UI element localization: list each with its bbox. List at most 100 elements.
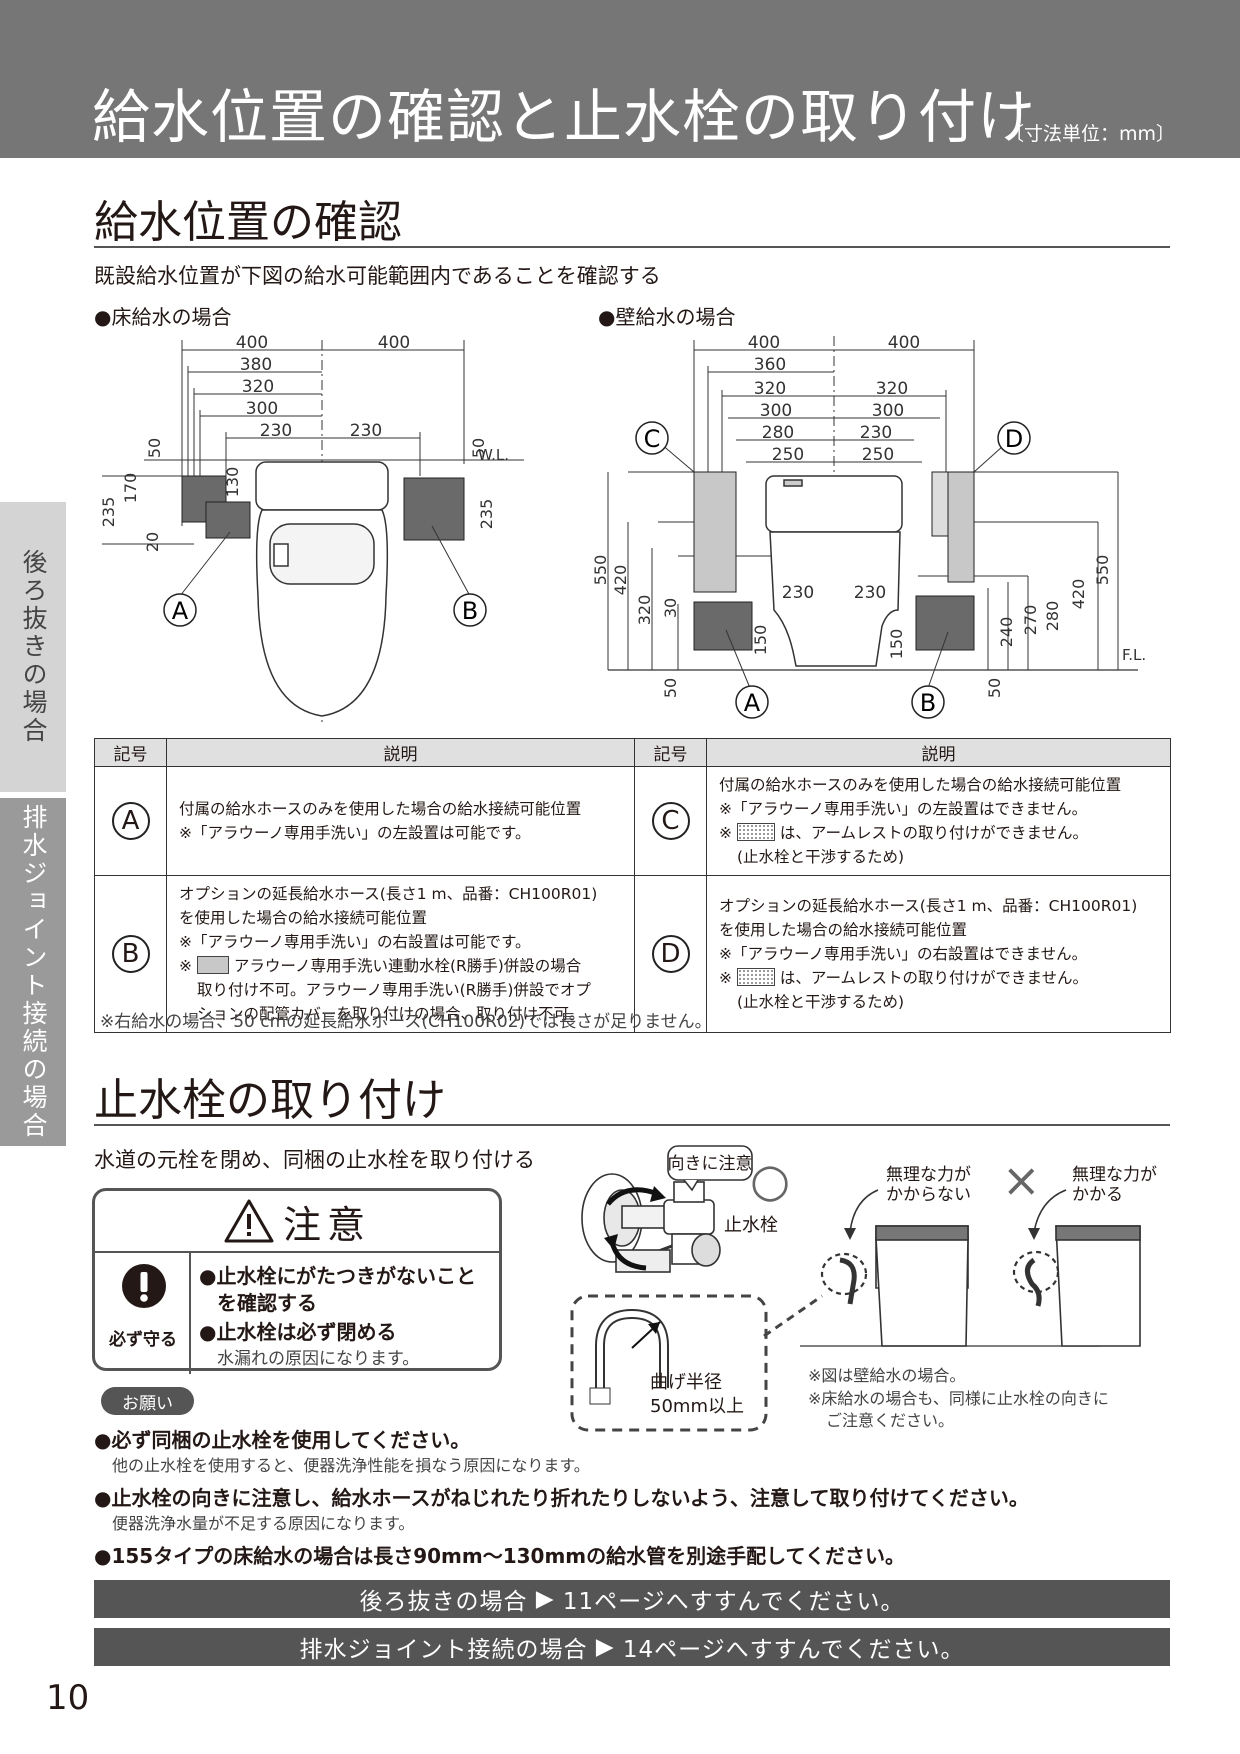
side-tab-rear-outlet[interactable]: 後ろ抜きの場合 — [0, 502, 66, 792]
th-symbol-right: 記号 — [634, 738, 707, 767]
symbol-b: B — [111, 935, 150, 973]
request-item-3: ●155タイプの床給水の場合は長さ90mm～130mmの給水管を別途手配してくだ… — [94, 1544, 905, 1568]
wall-supply-label: ●壁給水の場合 — [598, 305, 736, 329]
must-follow-label: 必ず守る — [109, 1330, 177, 1350]
th-symbol-left: 記号 — [94, 738, 167, 767]
ng-text-1: 無理な力が — [1072, 1165, 1157, 1185]
dim-wall-vl420: 420 — [611, 565, 630, 596]
th-desc-right: 説明 — [706, 738, 1171, 767]
desc-b: オプションの延長給水ホース(長さ1 m、品番：CH100R01) を使用した場合… — [166, 875, 635, 1033]
dim-wall-vr150: 150 — [887, 629, 906, 660]
dim-floor-v170: 170 — [121, 473, 140, 504]
gray-area-swatch — [196, 956, 229, 974]
dim-floor-v235: 235 — [99, 497, 118, 528]
desc-a: 付属の給水ホースのみを使用した場合の給水接続可能位置 ※「アラウーノ専用手洗い」… — [166, 766, 635, 876]
wall-marker-c: C — [644, 425, 661, 453]
dim-floor-l230: 230 — [260, 421, 292, 441]
bend-label-2: 50mm以上 — [650, 1396, 744, 1417]
dim-wall-r300: 300 — [872, 401, 904, 421]
ok-text-1: 無理な力が — [886, 1165, 971, 1185]
dim-wall-vl320: 320 — [635, 595, 654, 626]
symbol-a: A — [111, 802, 150, 840]
nav-drain-joint[interactable]: 排水ジョイント接続の場合 ▶ 14ページへすすんでください。 — [94, 1628, 1170, 1666]
dim-floor-v235r: 235 — [477, 499, 496, 530]
dim-wall-l320: 320 — [754, 379, 786, 399]
symbol-d-cell: D — [634, 875, 707, 1033]
request-item-2: ●止水栓の向きに注意し、給水ホースがねじれたり折れたりしないよう、注意して取り付… — [94, 1486, 1029, 1510]
section-title-valve-install: 止水栓の取り付け — [94, 1075, 446, 1126]
section-rule — [94, 1124, 1170, 1126]
side-tab-drain-joint[interactable]: 排水ジョイント接続の場合 — [0, 798, 66, 1146]
dim-wall-r250: 250 — [862, 445, 894, 465]
floor-marker-a: A — [172, 597, 189, 625]
valve-label: 止水栓 — [724, 1215, 778, 1236]
caution-items: ●止水栓にがたつきがないこと を確認する ●止水栓は必ず閉める 水漏れの原因にな… — [199, 1264, 477, 1369]
symbol-b-cell: B — [94, 875, 167, 1033]
triangle-right-icon: ▶ — [535, 1586, 555, 1612]
nav-rear-outlet[interactable]: 後ろ抜きの場合 ▶ 11ページへすすんでください。 — [94, 1580, 1170, 1618]
dim-floor-v20: 20 — [143, 532, 162, 552]
request-item-1: ●必ず同梱の止水栓を使用してください。 — [94, 1428, 471, 1452]
caution-header: 注意 — [95, 1191, 499, 1253]
caution-box: 注意 必ず守る ●止水栓にがたつきがないこと を確認する ●止水栓は必ず閉める … — [92, 1188, 502, 1374]
header-band — [0, 0, 1240, 158]
section-title-supply-position: 給水位置の確認 — [94, 197, 402, 248]
dotted-area-swatch — [736, 968, 775, 986]
illustration-note-2: ※床給水の場合も、同様に止水栓の向きに — [808, 1389, 1109, 1408]
direction-callout: 向きに注意 — [668, 1154, 753, 1174]
dim-floor-380: 380 — [240, 355, 272, 375]
dim-floor-v130: 130 — [223, 467, 242, 498]
dim-wall-vl150: 150 — [751, 625, 770, 656]
exclamation-icon — [122, 1264, 166, 1308]
unit-note: 〔寸法単位：mm〕 — [1005, 123, 1176, 145]
dim-floor-320: 320 — [242, 377, 274, 397]
dim-wall-vr270: 270 — [1021, 605, 1040, 636]
wall-marker-a: A — [744, 689, 761, 717]
desc-c: 付属の給水ホースのみを使用した場合の給水接続可能位置 ※「アラウーノ専用手洗い」… — [706, 766, 1171, 876]
dim-floor-l400: 400 — [236, 333, 268, 353]
floor-marker-b: B — [462, 597, 478, 625]
dim-wall-l300: 300 — [760, 401, 792, 421]
dim-wall-vr240: 240 — [997, 617, 1016, 648]
dim-wall-l400: 400 — [748, 333, 780, 353]
dim-floor-r400: 400 — [378, 333, 410, 353]
dim-wall-mid-r230: 230 — [854, 583, 886, 603]
dim-wall-vl30: 30 — [661, 598, 680, 618]
dotted-area-swatch — [736, 823, 775, 841]
dim-wall-r320: 320 — [876, 379, 908, 399]
bend-label-1: 曲げ半径 — [650, 1372, 722, 1393]
dim-wall-vr50: 50 — [985, 678, 1004, 698]
caution-title: 注意 — [282, 1202, 371, 1247]
symbol-a-cell: A — [94, 766, 167, 876]
dim-wall-vl550: 550 — [591, 555, 610, 586]
section-intro: 既設給水位置が下図の給水可能範囲内であることを確認する — [94, 264, 661, 288]
page-title: 給水位置の確認と止水栓の取り付け — [92, 83, 1037, 151]
dim-floor-v50l: 50 — [145, 438, 164, 458]
wall-marker-d: D — [1005, 425, 1023, 453]
symbol-c-cell: C — [634, 766, 707, 876]
dim-floor-300: 300 — [246, 399, 278, 419]
request-item-2-sub: 便器洗浄水量が不足する原因になります。 — [112, 1514, 415, 1533]
floor-supply-label: ●床給水の場合 — [94, 305, 232, 329]
dim-wall-vr280: 280 — [1043, 601, 1062, 632]
warning-triangle-icon — [224, 1199, 274, 1243]
desc-d: オプションの延長給水ホース(長さ1 m、品番：CH100R01) を使用した場合… — [706, 875, 1171, 1033]
section-rule — [94, 246, 1170, 248]
dim-floor-r230: 230 — [350, 421, 382, 441]
th-desc-left: 説明 — [166, 738, 635, 767]
wall-marker-b: B — [920, 689, 936, 717]
dim-wall-vr550: 550 — [1093, 555, 1112, 586]
must-follow-panel: 必ず守る — [95, 1253, 191, 1374]
dim-wall-vl50: 50 — [661, 678, 680, 698]
symbol-c: C — [651, 802, 690, 840]
illustration-note-3: ご注意ください。 — [826, 1411, 954, 1430]
dim-wall-l250: 250 — [772, 445, 804, 465]
floor-supply-diagram: A B 400 400 380 320 300 230 230 W.L. 235… — [99, 333, 524, 722]
wl-label: W.L. — [478, 446, 509, 464]
dim-floor-v50r: 50 — [469, 438, 488, 458]
section2-intro: 水道の元栓を閉め、同梱の止水栓を取り付ける — [94, 1148, 535, 1172]
ok-text-2: かからない — [886, 1185, 971, 1205]
triangle-right-icon: ▶ — [595, 1634, 615, 1660]
ok-symbol: ○ — [750, 1153, 790, 1207]
dim-wall-r400: 400 — [888, 333, 920, 353]
